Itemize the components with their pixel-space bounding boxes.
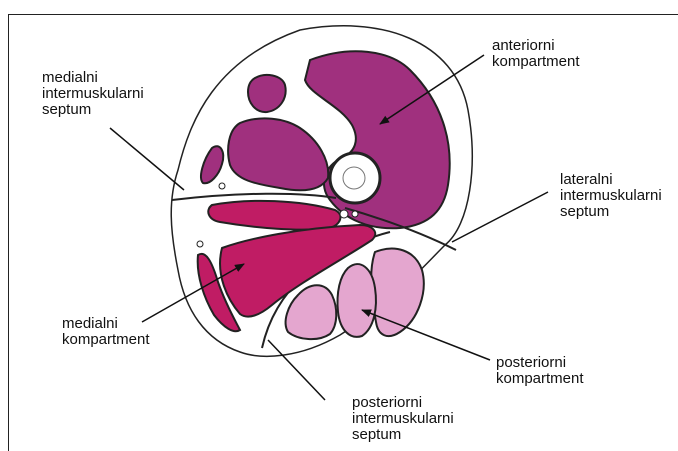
anterior-compartment-label: anteriorni kompartment: [492, 38, 580, 70]
medial-compartment-label: medialni kompartment: [62, 316, 150, 348]
vessel-1: [219, 183, 225, 189]
femur-marrow: [343, 167, 365, 189]
medial-septum-leader: [110, 128, 184, 190]
vessel-3: [340, 210, 348, 218]
lateral-septum-label: lateralni intermuskularni septum: [560, 172, 662, 220]
vessel-4: [352, 211, 358, 217]
posterior-muscle-biceps: [371, 249, 424, 337]
vessel-2: [197, 241, 203, 247]
posterior-compartment-arrow: [362, 310, 490, 360]
medial-septum-label: medialni intermuskularni septum: [42, 70, 144, 118]
posterior-septum-label: posteriorni intermuskularni septum: [352, 395, 454, 443]
posterior-compartment-label: posteriorni kompartment: [496, 355, 584, 387]
posterior-muscle-semitendinosus: [337, 264, 375, 337]
anterior-muscle-sartorius: [248, 75, 286, 112]
